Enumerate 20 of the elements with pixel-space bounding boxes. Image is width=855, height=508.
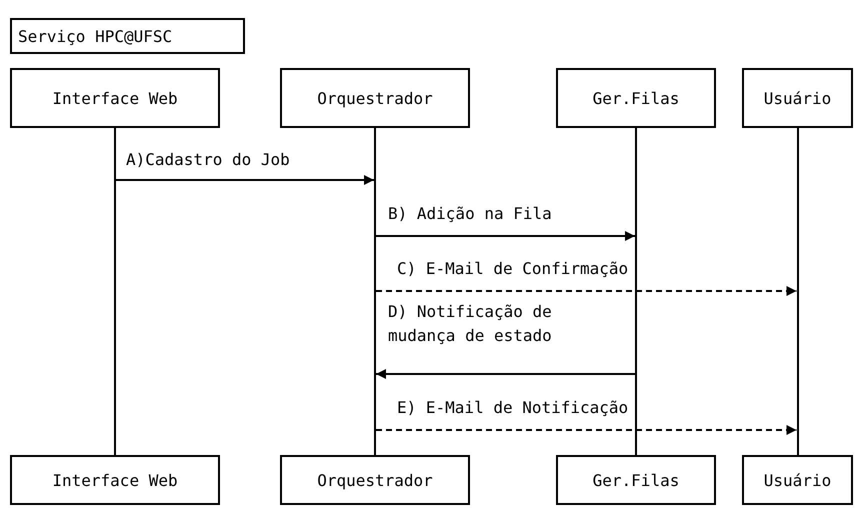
participant-box: Orquestrador [280,455,470,505]
participant-box: Ger.Filas [556,68,716,128]
message-arrow [376,286,796,296]
participant-box: Orquestrador [280,68,470,128]
message-arrow [116,175,374,185]
participant-box: Usuário [742,68,853,128]
lifeline [374,128,376,455]
diagram-title: Serviço HPC@UFSC [10,18,245,54]
lifeline [796,128,798,455]
message-label: A)Cadastro do Job [124,150,292,170]
participant-box: Ger.Filas [556,455,716,505]
participant-box: Interface Web [10,68,220,128]
message-label: C) E-Mail de Confirmação [395,259,630,279]
message-arrow [376,369,635,379]
participant-box: Usuário [742,455,853,505]
lifeline [114,128,116,455]
message-arrow [376,425,796,435]
participant-box: Interface Web [10,455,220,505]
lifeline [635,128,637,455]
message-arrow [376,231,635,241]
